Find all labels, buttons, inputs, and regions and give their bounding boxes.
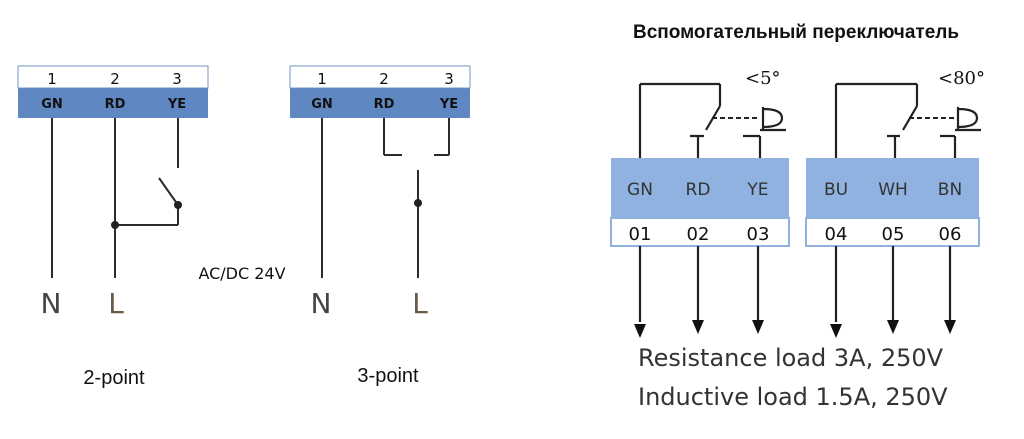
three-point-neutral-label: N bbox=[311, 287, 332, 320]
aux-block-b-number-2: 05 bbox=[882, 224, 905, 245]
aux-switch-b-mechanism bbox=[834, 82, 981, 160]
aux-block-a-color-1: GN bbox=[627, 180, 653, 200]
aux-block-b-number-1: 04 bbox=[825, 224, 848, 245]
supply-voltage-label: AC/DC 24V bbox=[198, 264, 285, 283]
three-point-terminal-block: 1 2 3 GN RD YE bbox=[289, 65, 471, 118]
inductive-load-rating: Inductive load 1.5A, 250V bbox=[638, 383, 948, 411]
two-point-terminal-block: 1 2 3 GN RD YE bbox=[17, 65, 209, 118]
aux-switch-b-angle: <80° bbox=[938, 68, 985, 89]
two-point-terminal-1-code: GN bbox=[41, 97, 63, 112]
three-point-wiring bbox=[321, 118, 450, 278]
aux-block-a-color-2: RD bbox=[686, 180, 711, 200]
aux-block-b-color-1: BU bbox=[824, 180, 848, 200]
aux-switch-a-mechanism bbox=[638, 82, 786, 160]
two-point-caption: 2-point bbox=[83, 367, 145, 389]
three-point-terminal-1-code: GN bbox=[311, 97, 333, 112]
three-point-terminal-1-number: 1 bbox=[317, 70, 327, 88]
three-point-live-label: L bbox=[412, 287, 428, 320]
two-point-live-label: L bbox=[108, 287, 124, 320]
two-point-terminal-3-number: 3 bbox=[172, 70, 182, 88]
aux-switch-title: Вспомогательный переключатель bbox=[633, 22, 959, 43]
aux-block-a-number-1: 01 bbox=[629, 224, 652, 245]
two-point-terminal-1-number: 1 bbox=[47, 70, 57, 88]
resistance-load-rating: Resistance load 3A, 250V bbox=[638, 344, 944, 372]
three-point-terminal-2-code: RD bbox=[374, 97, 395, 112]
three-point-terminal-3-code: YE bbox=[439, 97, 458, 112]
aux-block-b-number-3: 06 bbox=[939, 224, 962, 245]
aux-block-a-color-3: YE bbox=[746, 180, 768, 200]
two-point-wiring bbox=[51, 118, 182, 278]
three-point-terminal-2-number: 2 bbox=[379, 70, 389, 88]
two-point-neutral-label: N bbox=[41, 287, 62, 320]
aux-block-b: BU WH BN 04 05 06 bbox=[805, 158, 980, 247]
aux-block-b-color-2: WH bbox=[878, 180, 908, 200]
aux-block-b-color-3: BN bbox=[938, 180, 962, 200]
two-point-terminal-2-number: 2 bbox=[110, 70, 120, 88]
aux-block-a: GN RD YE 01 02 03 bbox=[610, 158, 790, 247]
aux-block-a-number-2: 02 bbox=[687, 224, 710, 245]
aux-output-wires bbox=[634, 246, 956, 338]
two-point-terminal-3-code: YE bbox=[167, 97, 186, 112]
three-point-caption: 3-point bbox=[357, 365, 419, 387]
three-point-terminal-3-number: 3 bbox=[444, 70, 454, 88]
aux-switch-a-angle: <5° bbox=[745, 68, 781, 89]
two-point-terminal-2-code: RD bbox=[105, 97, 126, 112]
aux-block-a-number-3: 03 bbox=[747, 224, 770, 245]
